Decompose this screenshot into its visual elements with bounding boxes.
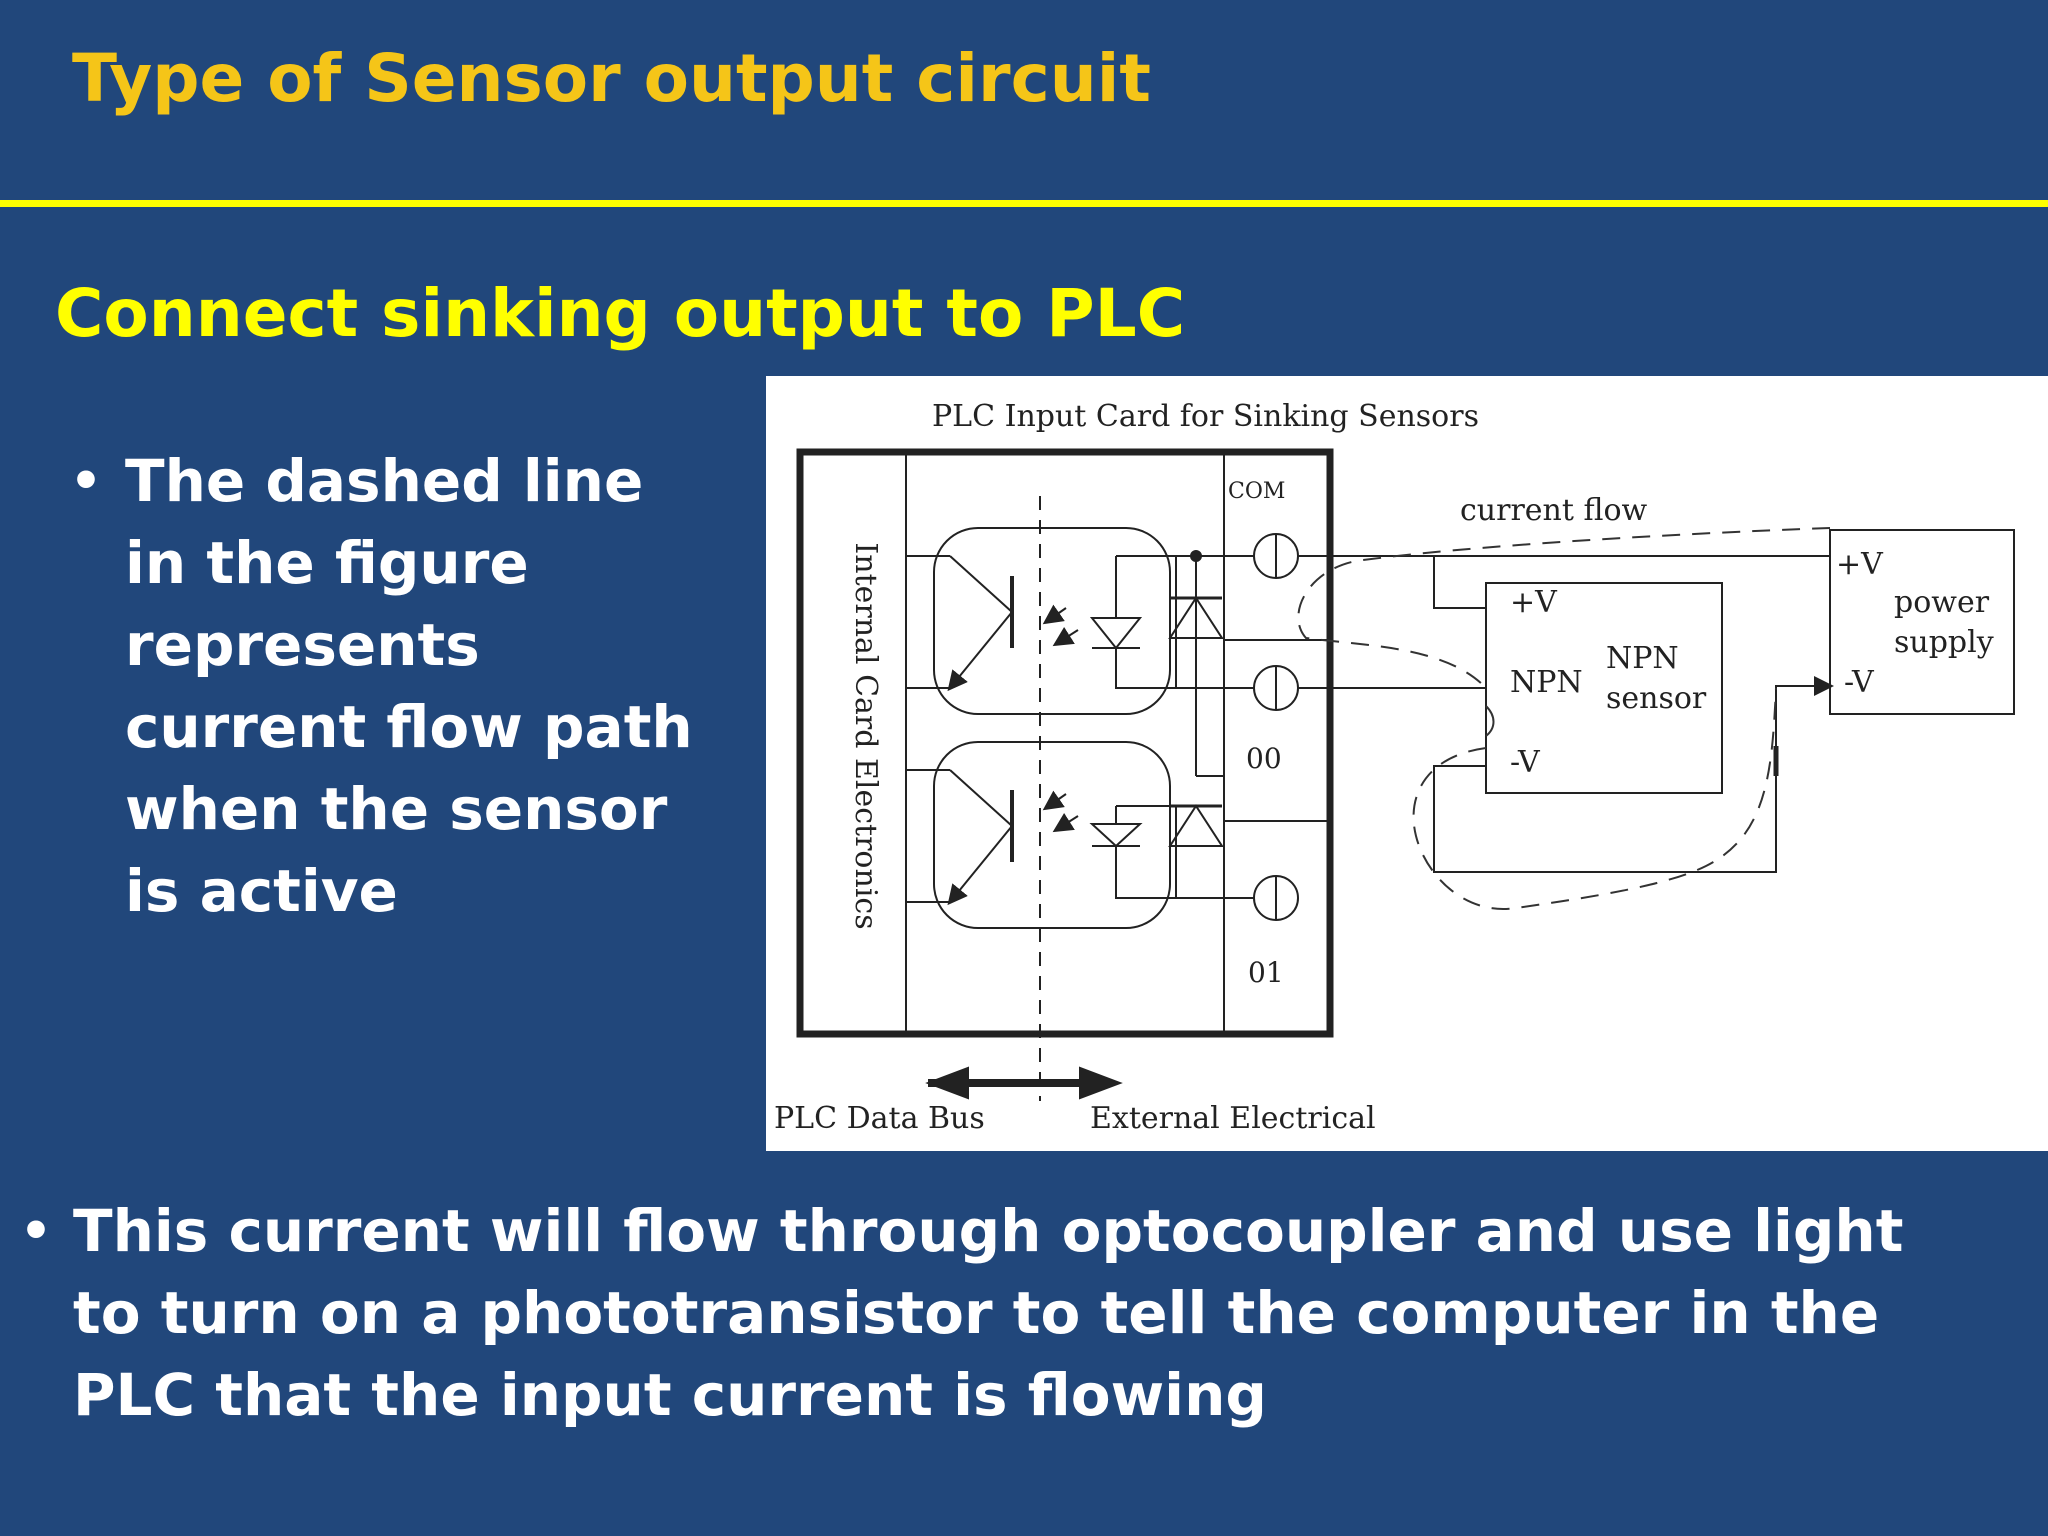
supply-name-line2: supply — [1894, 625, 1994, 660]
com-label: COM — [1228, 479, 1285, 504]
sensor-npn-pin-label: NPN — [1510, 665, 1583, 700]
title-divider — [0, 200, 2048, 207]
supply-plus-v-label: +V — [1836, 547, 1884, 582]
bullet-list-left: • The dashed line in the figure represen… — [70, 440, 710, 932]
current-flow-label: current flow — [1460, 493, 1648, 528]
circuit-diagram: PLC Input Card for Sinking Sensors Inter… — [766, 376, 2048, 1151]
bullet-list-bottom: • This current will flow through optocou… — [20, 1190, 1980, 1436]
optocoupler-1-outline — [933, 527, 1171, 715]
plc-card-frame — [796, 448, 1334, 1038]
bullet-glyph: • — [20, 1202, 52, 1260]
slide-subtitle: Connect sinking output to PLC — [55, 275, 1186, 352]
sensor-minus-v-label: -V — [1510, 745, 1541, 780]
sensor-name-line2: sensor — [1606, 681, 1707, 716]
bullet-text: The dashed line in the figure represents… — [125, 447, 693, 925]
circuit-svg: PLC Input Card for Sinking Sensors Inter… — [774, 399, 2015, 1136]
internal-electronics-label: Internal Card Electronics — [848, 542, 883, 929]
current-flow-path — [1297, 527, 1831, 689]
external-label: External Electrical — [1090, 1101, 1376, 1136]
npn-sensor-box — [1485, 582, 1723, 794]
supply-minus-v-label: -V — [1844, 665, 1875, 700]
bullet-text: This current will flow through optocoupl… — [73, 1197, 1904, 1429]
terminal-01-label: 01 — [1248, 956, 1284, 989]
power-supply-box — [1829, 529, 2015, 715]
sensor-name-line1: NPN — [1606, 641, 1679, 676]
optocoupler-2-outline — [933, 741, 1171, 929]
sensor-plus-v-label: +V — [1510, 585, 1558, 620]
bullet-glyph: • — [70, 452, 102, 510]
bus-label: PLC Data Bus — [774, 1101, 985, 1136]
terminal-00-label: 00 — [1246, 742, 1282, 775]
slide-title: Type of Sensor output circuit — [72, 40, 1151, 117]
card-title-label: PLC Input Card for Sinking Sensors — [932, 399, 1479, 434]
bullet-item: • The dashed line in the figure represen… — [70, 440, 710, 932]
bullet-item: • This current will flow through optocou… — [20, 1190, 1980, 1436]
supply-name-line1: power — [1894, 585, 1990, 620]
